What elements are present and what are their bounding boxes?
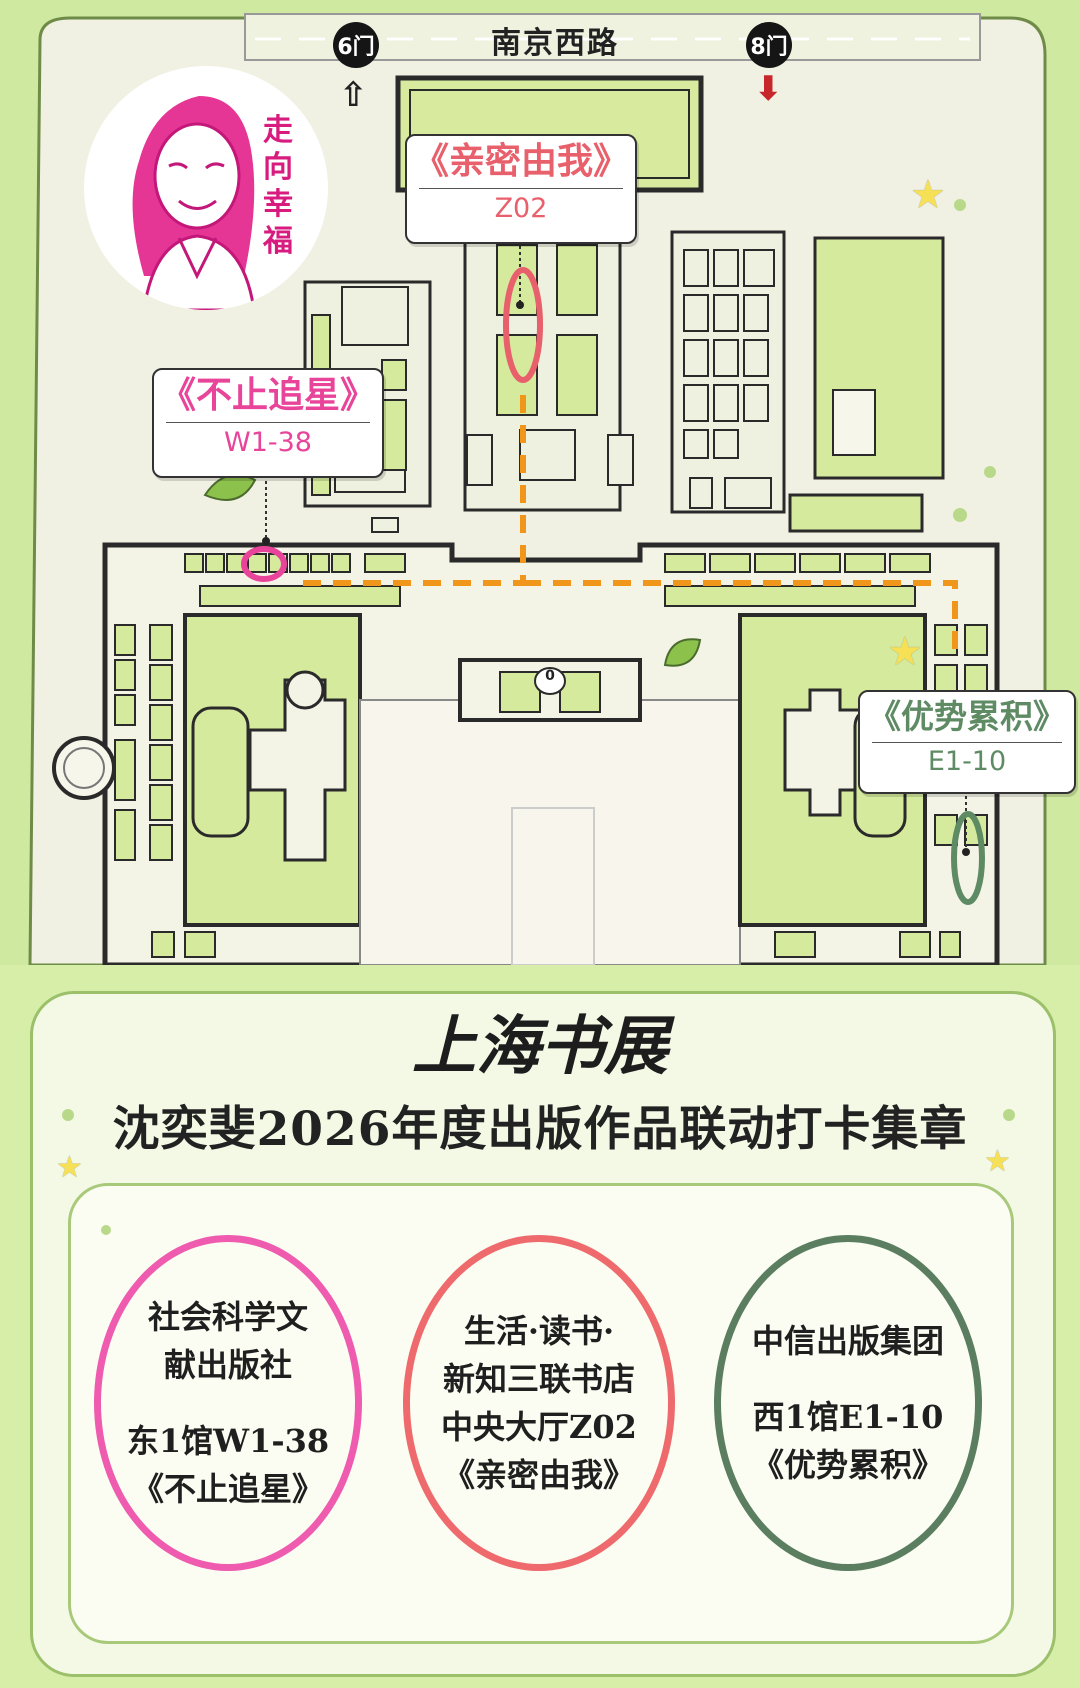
star-icon: ★	[910, 172, 946, 218]
stamp-social-sciences: 社会科学文 献出版社 东1馆W1-38 《不止追星》	[94, 1235, 362, 1571]
stamp-line: 献出版社	[163, 1346, 292, 1384]
star-icon: ★	[984, 1144, 1011, 1179]
star-icon: ★	[56, 1150, 83, 1185]
route-path	[300, 395, 958, 660]
stamp-card-section: 上海书展 沈奕斐2026年度出版作品联动打卡集章 ★ ★ 社会科学文 献出版社 …	[0, 965, 1080, 1688]
center-marker-label: 0	[545, 668, 555, 684]
stamp-line: 东1馆W1-38	[126, 1422, 330, 1460]
booth-ring-z02	[503, 267, 543, 383]
stamp-line: 《优势累积》	[751, 1446, 944, 1484]
venue-map: 南京西路 6门 ⇧ 8门 ⬇ 0 走向幸福 《亲密由我》 Z02 《不止追星》 …	[28, 13, 1076, 965]
road-name: 南京西路	[491, 26, 619, 61]
star-icon: ★	[887, 629, 923, 675]
callout-title: 《亲密由我》	[412, 141, 629, 182]
callout-code: Z02	[494, 193, 548, 224]
leaf-icon	[203, 474, 257, 501]
callout-divider	[419, 188, 623, 189]
portrait-illustration	[132, 96, 256, 310]
arrow-up-icon: ⇧	[339, 75, 368, 115]
stamp-line: 《亲密由我》	[442, 1456, 635, 1494]
booth-ring-w1-38	[241, 546, 287, 582]
stamp-line: 中信出版集团	[751, 1322, 944, 1360]
callout-title: 《优势累积》	[868, 697, 1066, 736]
stamp-line: 《不止追星》	[131, 1470, 324, 1508]
gate-8-badge: 8门	[746, 22, 792, 68]
callout-code: W1-38	[224, 427, 312, 458]
leaf-icon	[663, 638, 702, 667]
logo-text: 走向幸福	[263, 113, 293, 259]
callout-title: 《不止追星》	[159, 375, 376, 416]
stamp-citic: 中信出版集团 西1馆E1-10 《优势累积》	[714, 1235, 982, 1571]
callout-divider	[872, 742, 1062, 743]
card-subtitle: 沈奕斐2026年度出版作品联动打卡集章	[112, 1102, 968, 1157]
arrow-down-icon: ⬇	[754, 69, 783, 109]
callout-z02: 《亲密由我》 Z02	[405, 134, 637, 244]
stamp-line: 西1馆E1-10	[752, 1398, 944, 1436]
gate-6-badge: 6门	[333, 22, 379, 68]
author-logo	[84, 66, 328, 310]
dot-decoration	[1003, 1109, 1015, 1121]
callout-divider	[166, 422, 370, 423]
stamp-line: 新知三联书店	[442, 1360, 635, 1398]
booth-ring-e1-10	[951, 811, 985, 905]
callout-w1-38: 《不止追星》 W1-38	[152, 368, 384, 478]
dot-decoration	[62, 1109, 74, 1121]
stamp-line: 生活·读书·	[463, 1312, 615, 1350]
stamp-sanlian: 生活·读书· 新知三联书店 中央大厅Z02 《亲密由我》	[403, 1235, 675, 1571]
callout-e1-10: 《优势累积》 E1-10	[858, 690, 1076, 794]
card-title: 上海书展	[412, 1009, 668, 1084]
stamp-line: 社会科学文	[147, 1298, 308, 1336]
callout-code: E1-10	[927, 746, 1007, 777]
dot-decoration	[101, 1225, 111, 1235]
stamp-line: 中央大厅Z02	[441, 1408, 637, 1446]
